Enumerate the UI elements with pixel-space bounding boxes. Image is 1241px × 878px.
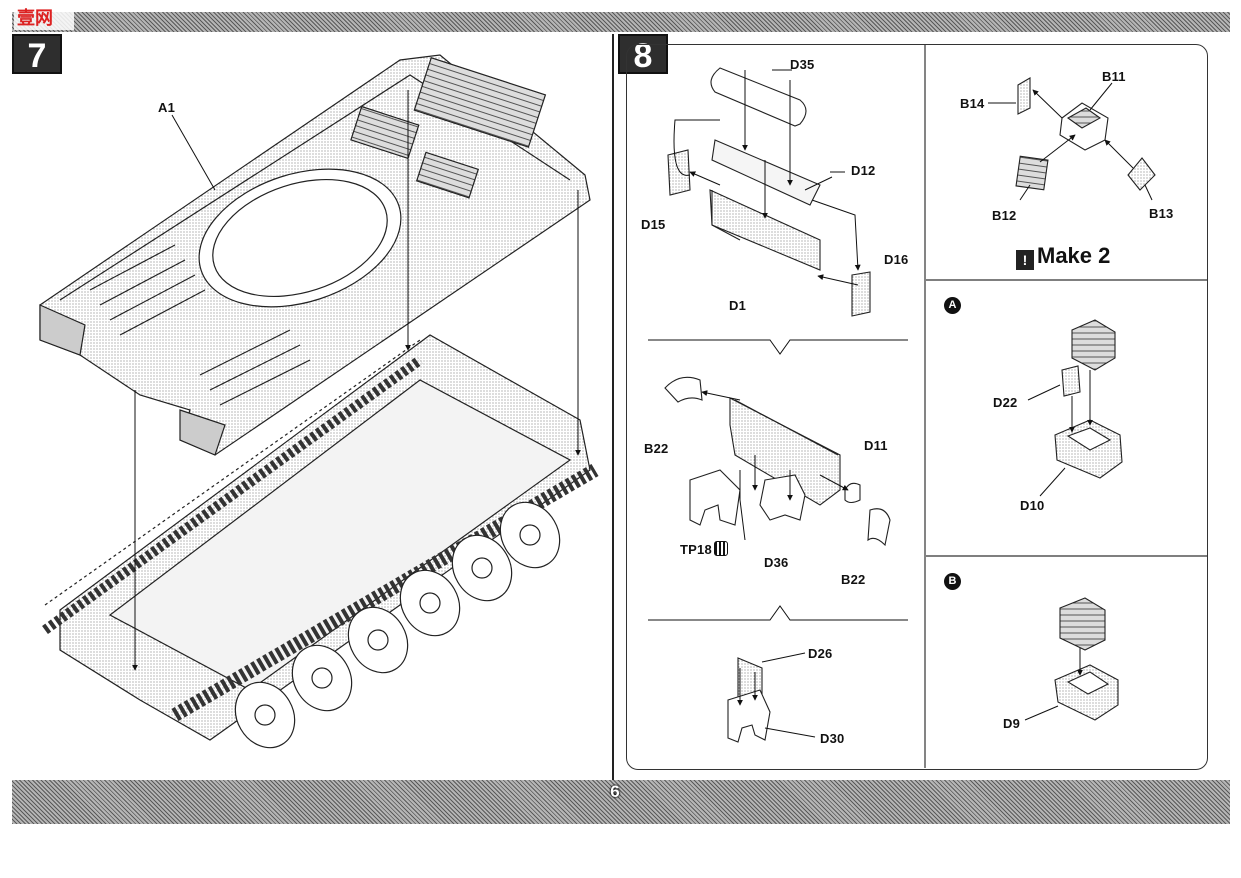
part-label-b14: B14 — [960, 96, 985, 111]
part-label-d35: D35 — [790, 57, 815, 72]
part-label-d12: D12 — [851, 163, 876, 178]
step-7-number: 7 — [12, 34, 62, 75]
part-label-d26: D26 — [808, 646, 833, 661]
step-8-frame — [626, 44, 1208, 770]
subassembly-b11-lines — [988, 82, 1153, 201]
part-label-d15: D15 — [641, 217, 666, 232]
variant-a-drawing — [1054, 319, 1123, 479]
subassembly-b11-drawing — [1015, 77, 1156, 191]
step-8-lines-upper — [648, 69, 908, 355]
part-label-b12: B12 — [992, 208, 1017, 223]
make-quantity-note: !Make 2 — [1016, 243, 1110, 270]
site-logo: 壹网 — [14, 4, 74, 30]
step-8-parts-lower — [727, 657, 771, 743]
part-label-d36: D36 — [764, 555, 789, 570]
tp18-icon — [713, 541, 728, 556]
footer-band — [12, 780, 1230, 824]
variant-a-lines — [1027, 370, 1093, 497]
step-divider — [612, 34, 614, 780]
upper-hull-drawing — [39, 54, 591, 456]
header-band — [12, 12, 1230, 32]
part-label-b13: B13 — [1149, 206, 1174, 221]
part-label-d1: D1 — [729, 298, 747, 313]
part-label-d22: D22 — [993, 395, 1018, 410]
variant-b-drawing — [1054, 597, 1119, 721]
part-label-b11: B11 — [1102, 69, 1126, 84]
part-label-b22-bottom: B22 — [841, 572, 866, 587]
part-label-a1: A1 — [158, 100, 176, 115]
part-label-d16: D16 — [884, 252, 909, 267]
step-8-lines-lower — [737, 652, 816, 738]
variant-a-marker: A — [944, 297, 961, 314]
part-label-d10: D10 — [1020, 498, 1045, 513]
step-7-assembly-lines — [132, 90, 581, 671]
part-label-d11: D11 — [864, 438, 888, 453]
part-label-d9: D9 — [1003, 716, 1021, 731]
step-8-parts-middle — [664, 376, 891, 547]
variant-b-lines — [1024, 648, 1083, 721]
step-8-lines-middle — [648, 390, 908, 621]
part-label-b22-top: B22 — [644, 441, 669, 456]
logo-text: 壹网 — [17, 8, 53, 28]
lower-hull-drawing — [42, 334, 599, 749]
right-column-dividers — [924, 45, 1207, 768]
part-label-d30: D30 — [820, 731, 845, 746]
variant-b-marker: B — [944, 573, 961, 590]
exclamation-icon: ! — [1016, 250, 1034, 270]
step-8-parts-upper — [667, 67, 871, 317]
part-label-tp18: TP18 — [680, 541, 728, 557]
page-number: 6 — [610, 782, 620, 801]
